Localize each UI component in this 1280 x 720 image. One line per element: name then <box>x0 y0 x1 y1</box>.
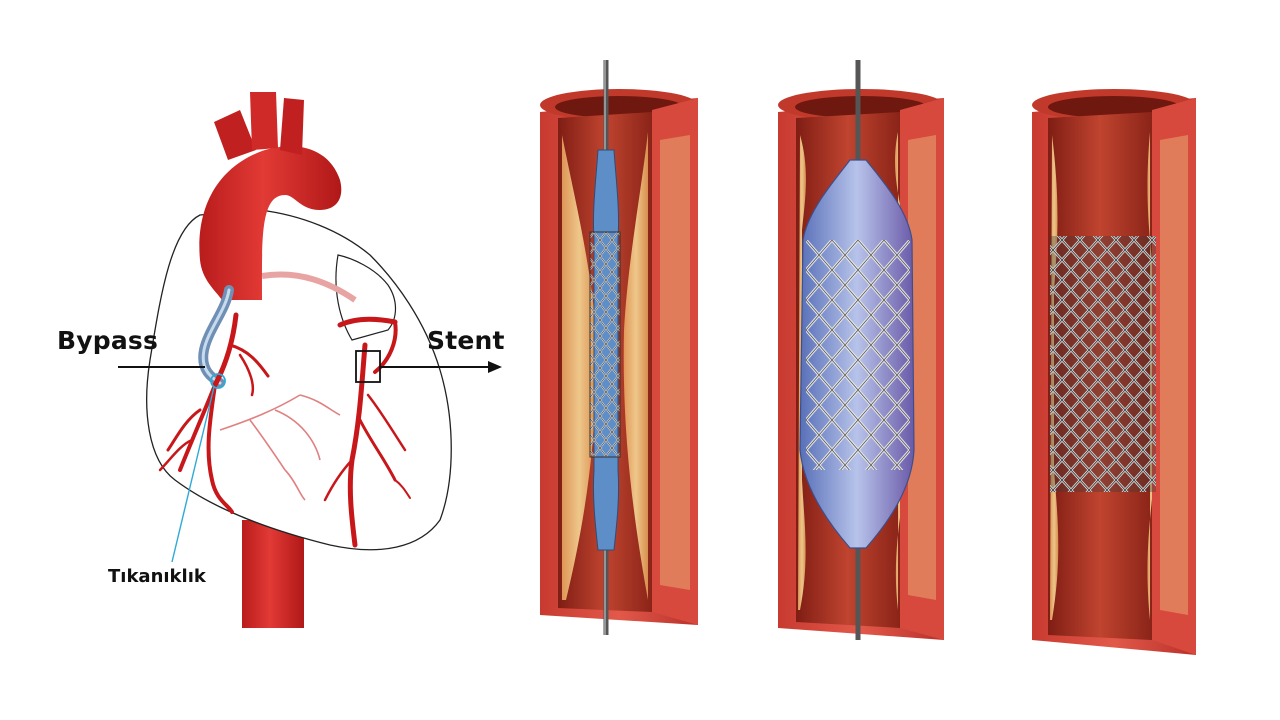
blockage-leader-line <box>171 386 215 563</box>
heart <box>118 92 502 628</box>
aortic-arch <box>199 146 342 300</box>
artery-stage-crimped-stent <box>540 60 698 635</box>
blockage-label: Tıkanıklık <box>108 566 206 587</box>
artery-stage-balloon-inflated <box>778 60 944 640</box>
bypass-label: Bypass <box>57 326 159 355</box>
left-coronary-arteries <box>158 312 270 514</box>
artery-stage-stent-deployed <box>1032 89 1196 655</box>
stent-label: Stent <box>427 326 505 355</box>
descending-aorta <box>242 520 304 628</box>
blockage-marker <box>210 373 226 389</box>
heart-outline <box>146 209 452 551</box>
right-coronary-artery <box>323 316 411 548</box>
